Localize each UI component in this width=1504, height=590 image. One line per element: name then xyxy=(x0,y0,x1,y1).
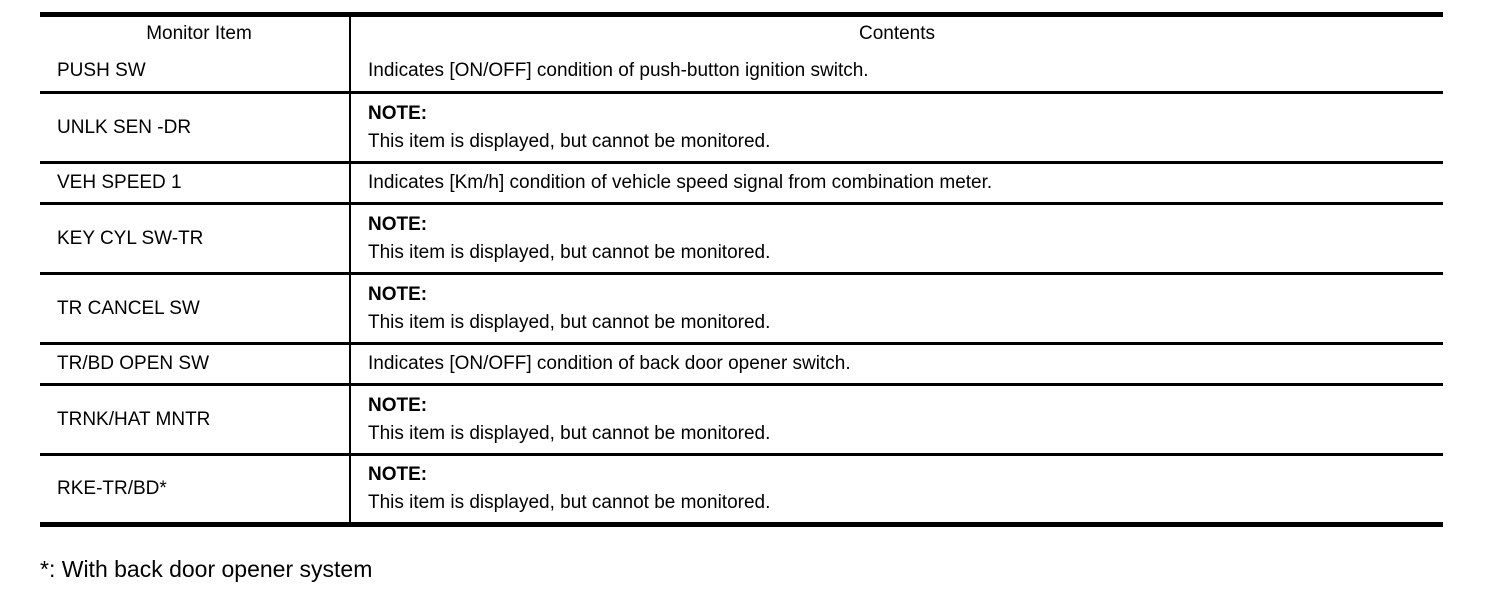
table-header-row: Monitor Item Contents xyxy=(40,14,1443,52)
column-header-contents: Contents xyxy=(858,23,936,45)
column-header-monitor-item: Monitor Item xyxy=(40,14,351,52)
note-text: This item is displayed, but cannot be mo… xyxy=(368,422,771,444)
contents-cell: NOTE: This item is displayed, but cannot… xyxy=(350,455,1443,525)
table-footnote: *: With back door opener system xyxy=(40,556,373,582)
note-text: This item is displayed, but cannot be mo… xyxy=(368,311,771,333)
note-label: NOTE: xyxy=(368,213,428,235)
table-row: KEY CYL SW-TR NOTE: This item is display… xyxy=(40,203,1443,274)
monitor-item-table: Monitor Item Contents PUSH SW Indicates … xyxy=(40,12,1443,527)
contents-cell: Indicates [ON/OFF] condition of back doo… xyxy=(368,353,851,374)
monitor-item-cell: KEY CYL SW-TR xyxy=(40,203,351,274)
monitor-item-cell: RKE-TR/BD* xyxy=(40,454,351,525)
contents-cell: Indicates [Km/h] condition of vehicle sp… xyxy=(368,172,993,193)
table-row: TR CANCEL SW NOTE: This item is displaye… xyxy=(40,273,1443,344)
monitor-item-cell: TRNK/HAT MNTR xyxy=(40,384,351,455)
table-row: UNLK SEN -DR NOTE: This item is displaye… xyxy=(40,92,1443,163)
table-row: PUSH SW Indicates [ON/OFF] condition of … xyxy=(40,51,1443,93)
note-label: NOTE: xyxy=(368,394,428,416)
monitor-item-cell: UNLK SEN -DR xyxy=(40,92,351,163)
table-row: VEH SPEED 1 Indicates [Km/h] condition o… xyxy=(40,162,1443,204)
monitor-item-cell: TR CANCEL SW xyxy=(40,273,351,344)
table-row: TR/BD OPEN SW Indicates [ON/OFF] conditi… xyxy=(40,343,1443,385)
note-label: NOTE: xyxy=(368,283,428,305)
note-text: This item is displayed, but cannot be mo… xyxy=(368,130,771,152)
monitor-item-cell: VEH SPEED 1 xyxy=(40,162,351,204)
contents-cell: NOTE: This item is displayed, but cannot… xyxy=(350,93,1443,163)
monitor-item-cell: PUSH SW xyxy=(40,51,351,93)
table-row: RKE-TR/BD* NOTE: This item is displayed,… xyxy=(40,454,1443,525)
monitor-item-cell: TR/BD OPEN SW xyxy=(40,343,351,385)
contents-cell: Indicates [ON/OFF] condition of push-but… xyxy=(368,60,869,82)
note-label: NOTE: xyxy=(368,464,428,485)
contents-cell: NOTE: This item is displayed, but cannot… xyxy=(350,385,1443,455)
table-row: TRNK/HAT MNTR NOTE: This item is display… xyxy=(40,384,1443,455)
note-text: This item is displayed, but cannot be mo… xyxy=(368,492,771,513)
contents-cell: NOTE: This item is displayed, but cannot… xyxy=(350,274,1443,344)
note-label: NOTE: xyxy=(368,102,428,124)
contents-cell: NOTE: This item is displayed, but cannot… xyxy=(350,204,1443,274)
note-text: This item is displayed, but cannot be mo… xyxy=(368,241,771,263)
